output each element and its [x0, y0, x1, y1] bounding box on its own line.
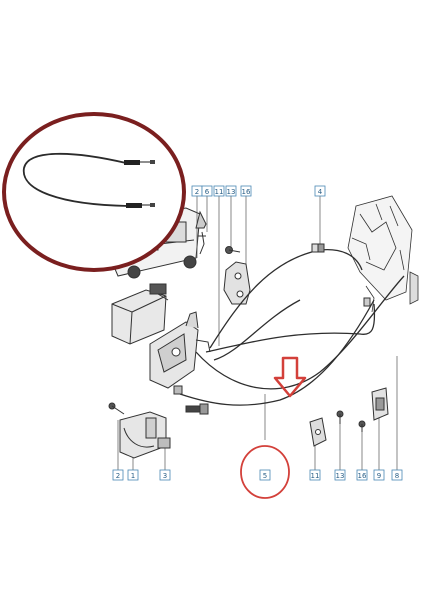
callout-label-2-bottom: 2	[112, 469, 124, 481]
callout-label-16-bottom: 16	[356, 469, 368, 481]
highlight-callout	[2, 112, 186, 272]
lock-mechanism	[149, 311, 211, 389]
svg-text:5: 5	[263, 472, 267, 480]
cable-fittings	[173, 243, 371, 415]
svg-text:16: 16	[242, 188, 251, 196]
actuator-motor	[111, 283, 169, 345]
svg-text:13: 13	[227, 188, 236, 196]
svg-text:1: 1	[131, 472, 135, 480]
svg-text:9: 9	[377, 472, 381, 480]
svg-text:11: 11	[311, 472, 320, 480]
svg-text:2: 2	[195, 188, 199, 196]
bracket-16	[223, 261, 251, 305]
svg-text:3: 3	[163, 472, 167, 480]
svg-text:16: 16	[358, 472, 367, 480]
callout-label-4: 4	[314, 185, 326, 197]
pointer-arrow	[273, 356, 307, 398]
cables	[179, 248, 405, 406]
svg-text:8: 8	[395, 472, 399, 480]
cable-in-circle	[23, 152, 131, 207]
svg-text:13: 13	[336, 472, 345, 480]
callout-label-11-bottom: 11	[309, 469, 321, 481]
callout-label-1: 1	[127, 469, 139, 481]
callout-label-13-bottom: 13	[334, 469, 346, 481]
callout-labels: 2 6 11 13 16 4 2 1	[112, 185, 403, 481]
callout-label-6: 6	[201, 185, 213, 197]
callout-label-8: 8	[391, 469, 403, 481]
svg-text:6: 6	[205, 188, 210, 196]
svg-text:11: 11	[215, 188, 224, 196]
callout-label-13-top: 13	[225, 185, 237, 197]
svg-text:4: 4	[318, 188, 323, 196]
callout-label-2-top: 2	[191, 185, 203, 197]
highlight-ellipse-part-5	[240, 445, 290, 499]
door-handle-assembly	[108, 402, 171, 459]
cable-end-fitting-bottom	[126, 203, 155, 208]
callout-label-9: 9	[373, 469, 385, 481]
svg-text:2: 2	[116, 472, 120, 480]
rod-6	[195, 210, 207, 255]
leader-lines	[117, 196, 398, 470]
callout-label-11-top: 11	[213, 185, 225, 197]
small-parts-right	[309, 387, 389, 447]
cable-end-fitting-top	[124, 160, 155, 165]
callout-label-3: 3	[159, 469, 171, 481]
callout-label-5: 5	[259, 469, 271, 481]
callout-label-16-top: 16	[240, 185, 252, 197]
highlight-circle	[2, 112, 186, 272]
door-frame-illustration	[347, 195, 419, 313]
bolt-13	[225, 246, 241, 254]
